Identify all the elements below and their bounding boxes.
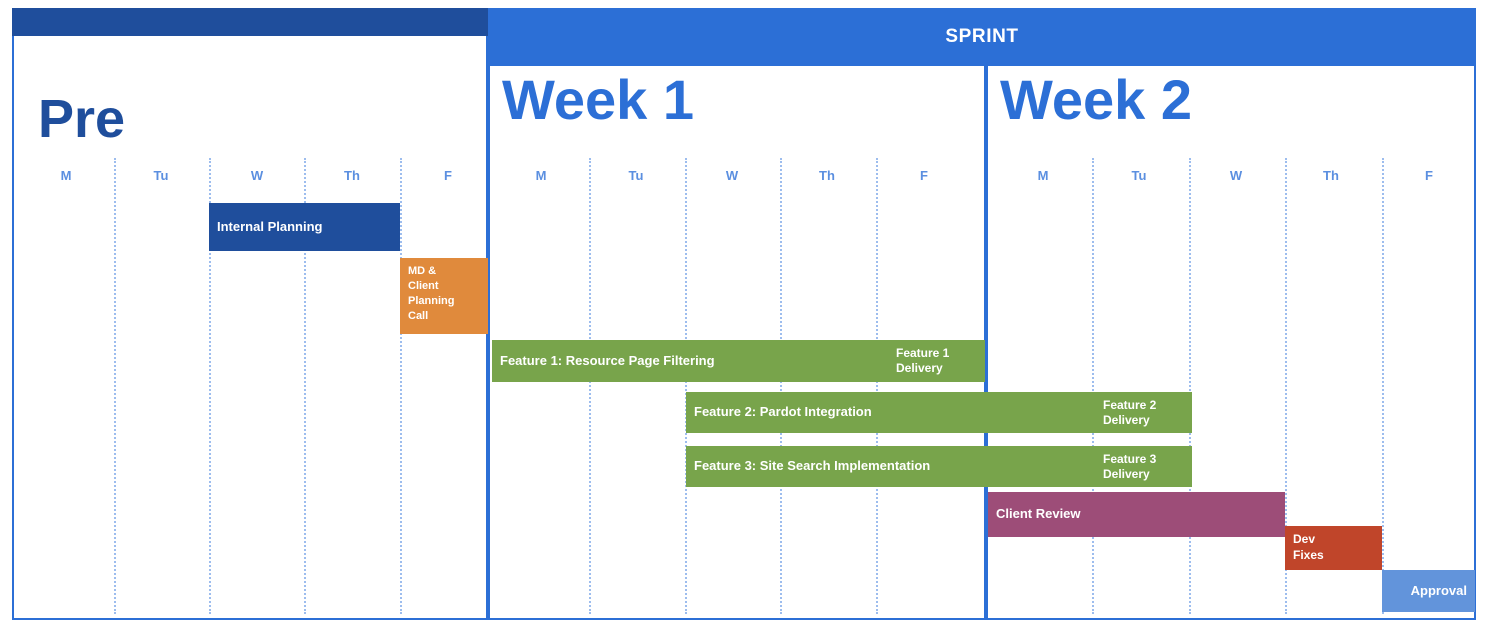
day-label-pre-m: M xyxy=(60,168,72,183)
gridline-w2-3 xyxy=(1285,158,1287,614)
gridline-w1-2 xyxy=(685,158,687,614)
gridline-w2-2 xyxy=(1189,158,1191,614)
task-bar-approval[interactable]: Approval xyxy=(1382,570,1475,612)
task-label-feature-1: Feature 1: Resource Page Filtering xyxy=(500,352,715,368)
day-label-pre-th: Th xyxy=(344,168,360,183)
day-label-w2-th: Th xyxy=(1323,168,1339,183)
day-label-w1-tu: Tu xyxy=(628,168,644,183)
section-title-week-1: Week 1 xyxy=(502,68,694,131)
day-label-w2-m: M xyxy=(1037,168,1049,183)
task-bar-feature-3-delivery[interactable]: Feature 3 Delivery xyxy=(1095,446,1192,487)
task-label-md-client-planning-call: MD & Client Planning Call xyxy=(408,265,455,322)
task-bar-internal-planning[interactable]: Internal Planning xyxy=(209,203,400,251)
section-title-week-2: Week 2 xyxy=(1000,68,1192,131)
section-title-pre: Pre xyxy=(38,89,126,149)
day-label-w1-th: Th xyxy=(819,168,835,183)
sprint-banner: SPRINT xyxy=(488,8,1476,66)
gridline-w1-3 xyxy=(780,158,782,614)
task-label-feature-1-delivery: Feature 1 Delivery xyxy=(896,346,950,375)
task-label-dev-fixes: Dev Fixes xyxy=(1293,532,1324,562)
gridline-pre-4 xyxy=(400,158,402,614)
task-label-feature-2-delivery: Feature 2 Delivery xyxy=(1103,398,1157,427)
task-label-client-review: Client Review xyxy=(996,506,1081,522)
day-label-pre-tu: Tu xyxy=(153,168,169,183)
gridline-w1-4 xyxy=(876,158,878,614)
task-bar-dev-fixes[interactable]: Dev Fixes xyxy=(1285,526,1382,570)
task-label-internal-planning: Internal Planning xyxy=(217,218,323,234)
panel-cap-pre xyxy=(12,8,488,36)
gridline-w1-1 xyxy=(589,158,591,614)
task-bar-feature-1[interactable]: Feature 1: Resource Page Filtering xyxy=(492,340,888,382)
task-bar-feature-1-delivery[interactable]: Feature 1 Delivery xyxy=(888,340,985,382)
day-label-w2-w: W xyxy=(1229,168,1243,183)
day-label-pre-w: W xyxy=(250,168,264,183)
task-label-feature-3-delivery: Feature 3 Delivery xyxy=(1103,452,1157,481)
day-label-pre-f: F xyxy=(444,168,452,183)
day-label-w1-f: F xyxy=(920,168,928,183)
gridline-pre-2 xyxy=(209,158,211,614)
panel-week-1 xyxy=(488,8,986,620)
gridline-w2-4 xyxy=(1382,158,1384,614)
gridline-pre-1 xyxy=(114,158,116,614)
gridline-w2-1 xyxy=(1092,158,1094,614)
task-label-feature-2: Feature 2: Pardot Integration xyxy=(694,404,872,420)
day-label-w2-f: F xyxy=(1425,168,1433,183)
task-bar-feature-2-delivery[interactable]: Feature 2 Delivery xyxy=(1095,392,1192,433)
task-bar-md-client-planning-call[interactable]: MD & Client Planning Call xyxy=(400,258,488,334)
sprint-label: SPRINT xyxy=(945,26,1019,47)
task-label-feature-3: Feature 3: Site Search Implementation xyxy=(694,458,931,474)
task-bar-client-review[interactable]: Client Review xyxy=(988,492,1285,537)
day-label-w2-tu: Tu xyxy=(1131,168,1147,183)
task-label-approval: Approval xyxy=(1410,582,1467,598)
gridline-pre-3 xyxy=(304,158,306,614)
task-bar-feature-2[interactable]: Feature 2: Pardot Integration xyxy=(686,392,1095,433)
day-label-w1-m: M xyxy=(535,168,547,183)
day-label-w1-w: W xyxy=(725,168,739,183)
task-bar-feature-3[interactable]: Feature 3: Site Search Implementation xyxy=(686,446,1095,487)
